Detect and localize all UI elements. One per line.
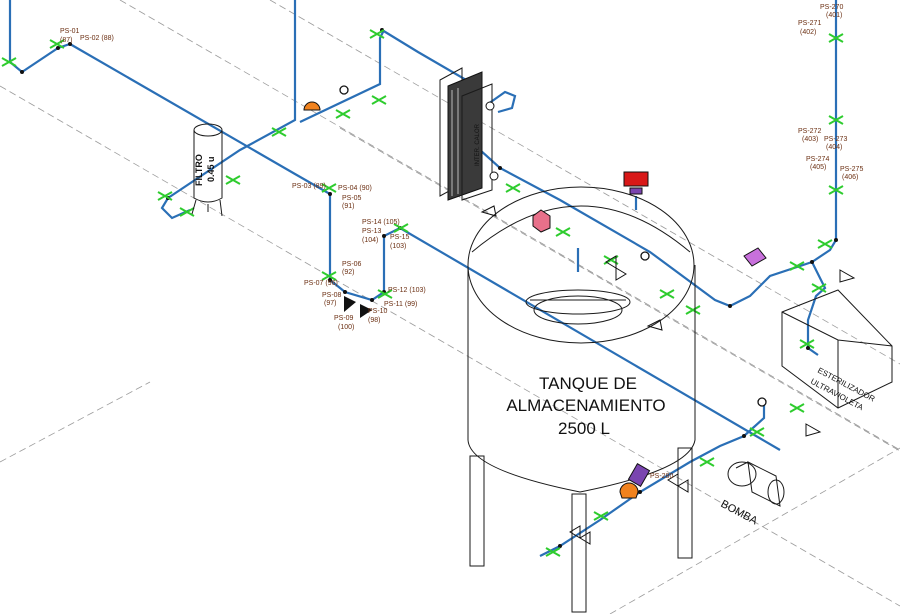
tag-ps07: PS-07 (96)	[304, 280, 338, 287]
tag-ps275n: (406)	[842, 174, 858, 181]
tag-ps03: PS-03 (89)	[292, 183, 326, 190]
piping-network	[8, 0, 838, 557]
tag-ps273n: (404)	[826, 144, 842, 151]
tank-label-line2: ALMACENAMIENTO	[506, 396, 665, 415]
tag-ps14: PS-14 (105)	[362, 219, 400, 226]
tag-ps06: PS-06	[342, 261, 362, 268]
tag-ps01n: (87)	[60, 37, 72, 44]
tag-ps271n: (402)	[800, 29, 816, 36]
tag-ps13n: (104)	[362, 237, 378, 244]
tag-ps06n: (92)	[342, 269, 354, 276]
filter-vessel[interactable]: FILTRO 0.45 u	[191, 123, 223, 217]
tag-ps08n: (97)	[324, 300, 336, 307]
tag-ps274: PS-274	[806, 156, 829, 163]
tag-ps272n: (403)	[802, 136, 818, 143]
orange-valve-icon[interactable]	[303, 101, 321, 111]
tag-ps275: PS-275	[840, 166, 863, 173]
pipe-tags: PS-01 (87) PS-02 (88) PS-03 (89) PS-04 (…	[60, 4, 863, 480]
tag-ps15n: (103)	[390, 243, 406, 250]
instruments	[303, 85, 856, 545]
tag-ps01: PS-01	[60, 28, 80, 35]
pressure-gauge-icon	[339, 85, 349, 95]
tag-ps274n: (405)	[810, 164, 826, 171]
tag-ps271: PS-271	[798, 20, 821, 27]
tag-ps10: PS-10	[368, 308, 388, 315]
tag-ps272: PS-272	[798, 128, 821, 135]
instrument-monitor-icon	[743, 247, 767, 267]
tag-ps09n: (100)	[338, 324, 354, 331]
tag-ps09b: (98)	[368, 317, 380, 324]
heat-exchanger[interactable]: INTER. CALOR	[439, 67, 499, 201]
tag-ps13: PS-13	[362, 228, 382, 235]
pipe-nodes	[20, 28, 838, 548]
pressure-gauge-icon-3	[757, 397, 767, 407]
tank-label-line3: 2500 L	[558, 419, 610, 438]
filter-label-line1: FILTRO	[194, 154, 204, 186]
tag-ps273: PS-273	[824, 136, 847, 143]
uv-sterilizer[interactable]: ESTERILIZADOR ULTRAVIOLETA	[781, 289, 893, 412]
filter-label-line2: 0.45 u	[206, 156, 216, 182]
pump-label: BOMBA	[719, 498, 760, 528]
tank-label-line1: TANQUE DE	[539, 374, 637, 393]
tag-ps05n: (91)	[342, 203, 354, 210]
orange-indicator	[532, 209, 551, 233]
tag-ps02: PS-02 (88)	[80, 35, 114, 42]
storage-tank[interactable]: TANQUE DE ALMACENAMIENTO 2500 L	[467, 186, 696, 613]
tag-ps09: PS-09	[334, 315, 354, 322]
tag-ps270: PS-270	[820, 4, 843, 11]
tag-ps11: PS-11 (99)	[384, 301, 417, 308]
heat-exchanger-label: INTER. CALOR	[475, 123, 481, 166]
tag-ps05: PS-05	[342, 195, 362, 202]
pump[interactable]: BOMBA	[719, 461, 785, 528]
tag-ps270n: (401)	[826, 12, 842, 19]
tag-ps15: PS-15	[390, 234, 410, 241]
tag-ps12: PS-12 (103)	[388, 287, 426, 294]
pressure-gauge-icon-2	[640, 251, 650, 261]
tag-ps04: PS-04 (90)	[338, 185, 372, 192]
red-valve-actuator[interactable]	[623, 171, 649, 187]
tag-ps08: PS-08	[322, 292, 342, 299]
tag-ps280: PS-280	[650, 473, 673, 480]
